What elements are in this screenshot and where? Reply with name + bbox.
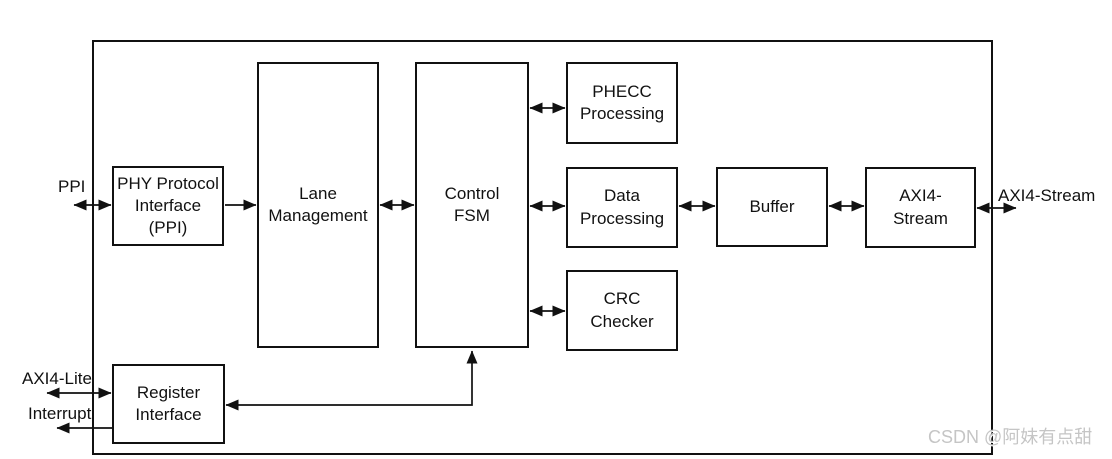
block-phy-protocol-interface: PHY Protocol Interface (PPI) bbox=[112, 166, 224, 246]
port-label-axi4-lite: AXI4-Lite bbox=[22, 369, 92, 388]
block-data-processing: Data Processing bbox=[566, 167, 678, 248]
port-label-axi4-stream: AXI4-Stream bbox=[998, 186, 1096, 205]
block-lane-management: Lane Management bbox=[257, 62, 379, 348]
top-level-module-boundary bbox=[92, 40, 993, 455]
block-crc-checker: CRC Checker bbox=[566, 270, 678, 351]
block-register-interface: Register Interface bbox=[112, 364, 225, 444]
port-label-interrupt: Interrupt bbox=[28, 404, 92, 423]
block-control-fsm: Control FSM bbox=[415, 62, 529, 348]
block-axi4-stream: AXI4- Stream bbox=[865, 167, 976, 248]
csdn-watermark: CSDN @阿妹有点甜 bbox=[928, 427, 1093, 447]
block-buffer: Buffer bbox=[716, 167, 828, 247]
block-phecc-processing: PHECC Processing bbox=[566, 62, 678, 144]
port-label-ppi: PPI bbox=[58, 177, 86, 196]
